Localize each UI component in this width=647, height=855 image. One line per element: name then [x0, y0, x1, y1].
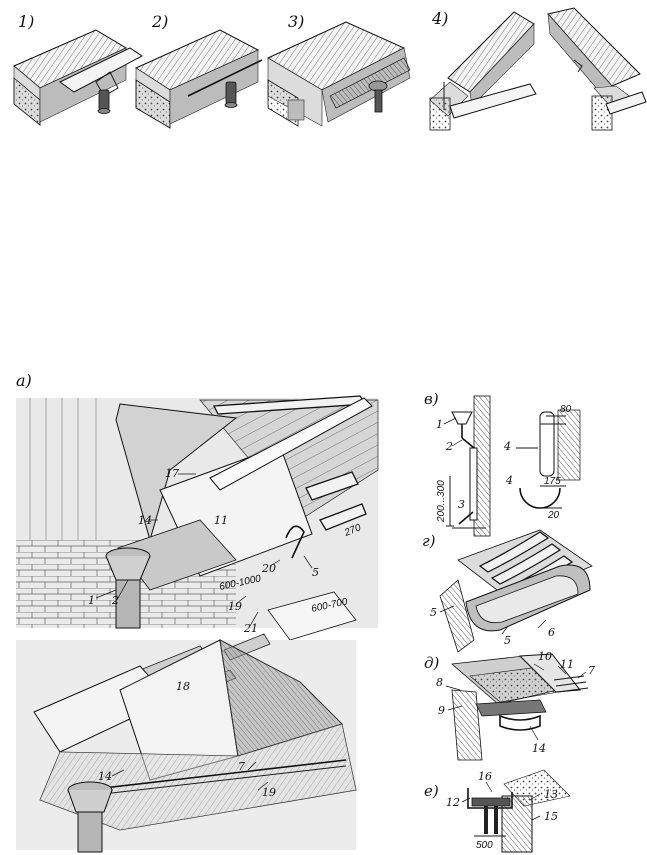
panel-d-callout-14: 14 — [532, 742, 546, 755]
panel-v-dim-175: 175 — [544, 476, 561, 487]
panel-a: а) — [16, 371, 379, 641]
top-row: 1) 2) 3) — [13, 7, 647, 131]
panel-v-callout-2: 2 — [445, 440, 453, 453]
panel-e-callout-13: 13 — [544, 788, 558, 801]
top-figure-4-label: 4) — [431, 9, 448, 28]
panel-d: д) 10 11 7 8 9 14 — [424, 650, 595, 761]
panel-v-dim-20: 20 — [547, 510, 560, 521]
panel-a-callout-21: 21 — [243, 622, 258, 635]
panel-b-callout-14: 14 — [98, 770, 112, 783]
panel-a-callout-20: 20 — [261, 562, 276, 575]
panel-v-callout-4a: 4 — [503, 440, 511, 453]
panel-e-label: е) — [424, 782, 439, 800]
panel-a-label: а) — [16, 371, 32, 390]
panel-a-callout-1: 1 — [88, 594, 95, 607]
panel-e-callout-12: 12 — [446, 796, 460, 809]
panel-g-callout-5a: 5 — [430, 606, 437, 619]
top-figure-1-label: 1) — [18, 12, 34, 31]
top-figure-3: 3) — [266, 12, 411, 127]
panel-e-callout-16: 16 — [478, 770, 492, 783]
panel-g-callout-6: 6 — [548, 626, 555, 639]
top-figure-3-label: 3) — [288, 12, 304, 31]
panel-v-callout-3: 3 — [458, 498, 465, 511]
panel-g: г) 5 5 6 — [422, 529, 593, 653]
panel-a-callout-5: 5 — [312, 566, 319, 579]
panel-v-label: в) — [424, 390, 439, 408]
panel-v-dim-200-300: 200...300 — [436, 480, 447, 523]
panel-v: в) 1 2 3 4 4 80 200...300 175 20 — [424, 390, 581, 537]
panel-d-callout-9: 9 — [438, 704, 445, 717]
panel-a-callout-17: 17 — [165, 467, 179, 480]
panel-e: е) 16 13 12 15 500 — [424, 769, 571, 853]
top-figure-2: 2) — [134, 12, 263, 129]
panel-b: б) 18 14 7 19 — [16, 633, 357, 853]
panel-d-label: д) — [424, 654, 440, 672]
panel-g-callout-5b: 5 — [504, 634, 511, 647]
panel-a-callout-14: 14 — [138, 514, 152, 527]
top-figure-4: 4) — [429, 7, 647, 131]
panel-d-callout-8: 8 — [436, 676, 443, 689]
top-figure-1: 1) — [13, 12, 143, 126]
panel-b-callout-19: 19 — [262, 786, 276, 799]
panel-e-callout-15: 15 — [544, 810, 558, 823]
panel-a-callout-19: 19 — [228, 600, 242, 613]
panel-v-callout-1: 1 — [436, 418, 443, 431]
panel-b-callout-18: 18 — [176, 680, 190, 693]
panel-d-callout-7: 7 — [588, 664, 595, 677]
panel-v-dim-80: 80 — [560, 404, 572, 415]
panel-d-callout-11: 11 — [560, 658, 574, 671]
panel-e-dim-500: 500 — [476, 840, 493, 851]
panel-a-callout-2: 2 — [111, 594, 119, 607]
panel-d-callout-10: 10 — [538, 650, 552, 663]
panel-b-callout-7: 7 — [238, 760, 245, 773]
panel-v-callout-4b: 4 — [505, 474, 513, 487]
panel-g-label: г) — [422, 532, 436, 550]
panel-a-callout-11: 11 — [214, 514, 228, 527]
top-figure-2-label: 2) — [151, 12, 168, 31]
